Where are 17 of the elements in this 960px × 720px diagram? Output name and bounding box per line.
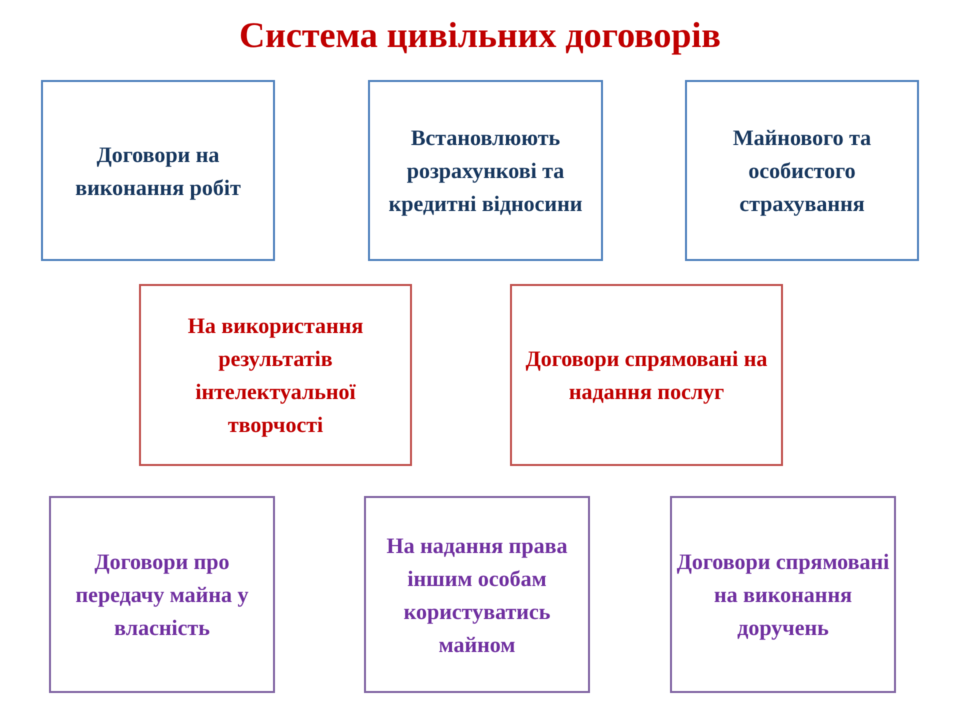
- category-text: Договори про передачу майна у власність: [74, 548, 250, 642]
- category-box: [139, 284, 412, 466]
- category-text: Договори спрямовані на виконання доручень: [676, 548, 890, 642]
- category-text: На використання результатів інтелектуальної творчості: [186, 312, 364, 439]
- diagram-title: Система цивільних договорів: [238, 14, 722, 56]
- category-box: [510, 284, 783, 466]
- category-box: [685, 80, 919, 261]
- category-text: Договори спрямовані на надання послуг: [524, 345, 768, 406]
- category-text: На надання права іншим особам користуватись майном: [386, 532, 568, 658]
- category-text: Майнового та особистого страхування: [732, 124, 872, 218]
- category-box: [49, 496, 275, 693]
- category-box: [670, 496, 896, 693]
- category-box: [41, 80, 275, 261]
- category-text: Договори на виконання робіт: [74, 140, 242, 202]
- category-text: Встановлюють розрахункові та кредитні відносини: [388, 124, 584, 218]
- category-box: [368, 80, 603, 261]
- category-box: [364, 496, 590, 693]
